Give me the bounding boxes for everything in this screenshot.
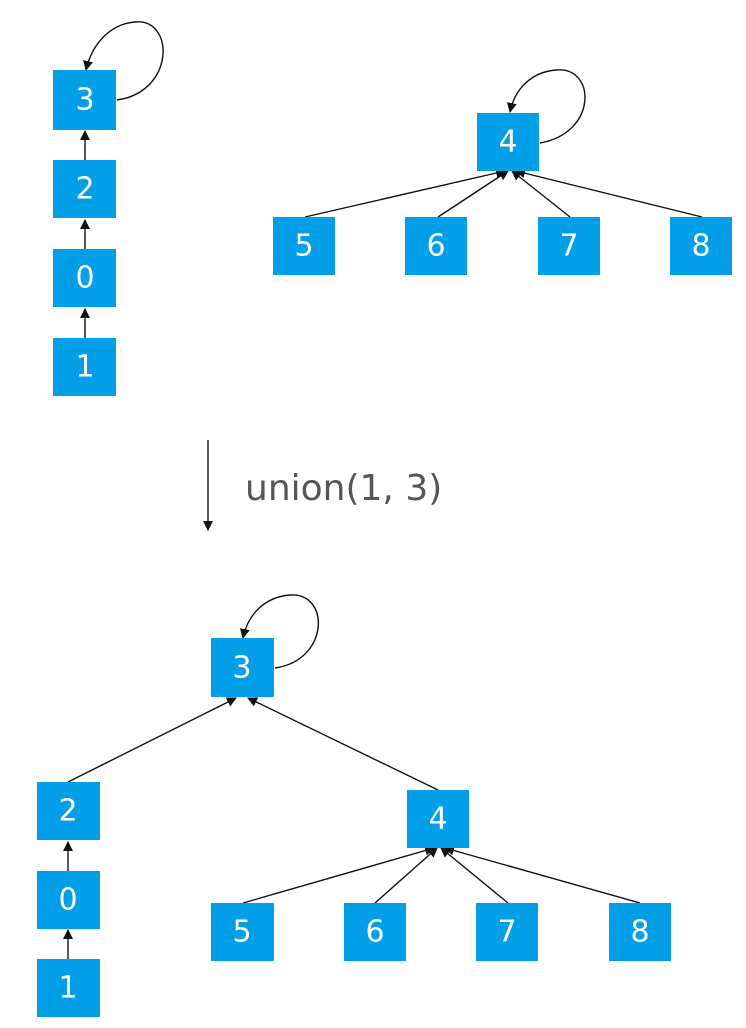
- node-1: 1: [53, 338, 116, 396]
- svg-text:1: 1: [75, 350, 94, 385]
- svg-text:3: 3: [232, 651, 251, 686]
- node-3-after: 3: [211, 638, 274, 697]
- self-loop-4: [506, 69, 586, 144]
- svg-text:4: 4: [428, 802, 447, 837]
- self-loop-3-after: [239, 594, 320, 669]
- node-2: 2: [53, 160, 116, 218]
- edge-5-to-4: [304, 168, 506, 218]
- edge-6-to-4-after: [374, 847, 438, 904]
- svg-text:2: 2: [58, 794, 77, 829]
- svg-text:5: 5: [232, 915, 251, 950]
- edge-4-to-3-after: [247, 697, 439, 791]
- svg-text:3: 3: [75, 83, 94, 118]
- node-7: 7: [538, 217, 600, 275]
- svg-text:7: 7: [559, 229, 578, 264]
- before-forest-a: 3 2 0 1: [53, 21, 164, 396]
- edge-5-to-4-after: [242, 845, 435, 904]
- edge-2-to-3-after: [67, 697, 237, 783]
- svg-text:8: 8: [630, 915, 649, 950]
- node-6: 6: [405, 217, 467, 275]
- edge-6-to-4: [437, 170, 509, 218]
- node-5: 5: [273, 217, 335, 275]
- edge-7-to-4: [511, 170, 571, 218]
- node-5-after: 5: [211, 903, 274, 961]
- edge-8-to-4: [515, 168, 703, 218]
- node-0-after: 0: [37, 871, 100, 929]
- edge-7-to-4-after: [440, 847, 509, 904]
- svg-text:0: 0: [75, 261, 94, 296]
- node-6-after: 6: [344, 903, 406, 961]
- svg-text:0: 0: [58, 883, 77, 918]
- operation-arrow: union(1, 3): [203, 440, 442, 531]
- svg-text:5: 5: [294, 229, 313, 264]
- operation-label: union(1, 3): [245, 468, 442, 509]
- node-4: 4: [477, 113, 539, 171]
- node-7-after: 7: [476, 903, 538, 961]
- before-forest-b: 4 5 6 7 8: [273, 69, 732, 275]
- node-3: 3: [53, 70, 116, 130]
- svg-text:6: 6: [365, 915, 384, 950]
- after-tree: 3 2 0 1 4 5 6 7: [37, 594, 671, 1017]
- node-2-after: 2: [37, 782, 100, 840]
- edge-8-to-4-after: [444, 845, 641, 904]
- svg-text:8: 8: [691, 229, 710, 264]
- svg-text:2: 2: [75, 172, 94, 207]
- svg-text:6: 6: [426, 229, 445, 264]
- node-1-after: 1: [37, 959, 100, 1017]
- svg-text:1: 1: [58, 971, 77, 1006]
- node-8: 8: [670, 217, 732, 275]
- node-8-after: 8: [609, 903, 671, 961]
- svg-text:7: 7: [497, 915, 516, 950]
- self-loop-3: [83, 21, 164, 101]
- node-4-after: 4: [407, 790, 469, 848]
- node-0: 0: [53, 249, 116, 307]
- svg-text:4: 4: [498, 125, 517, 160]
